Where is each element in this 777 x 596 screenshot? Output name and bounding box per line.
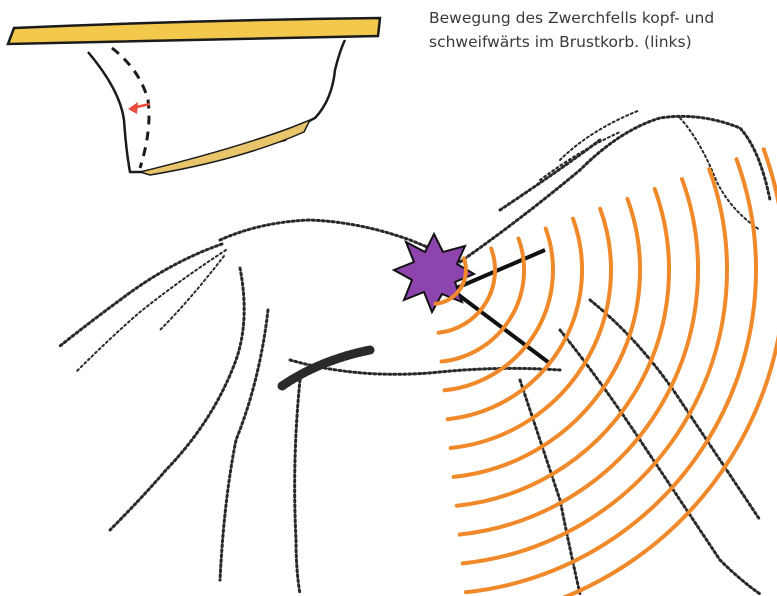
spine-band xyxy=(8,18,380,44)
shock-waves xyxy=(436,149,777,596)
shock-wave-arc xyxy=(448,219,582,420)
belly-band xyxy=(140,120,310,175)
impact-burst-icon xyxy=(394,234,474,312)
shock-wave-arc xyxy=(469,149,777,596)
shock-wave-arc xyxy=(454,199,640,477)
thorax-cross-section-icon xyxy=(8,18,380,175)
horse-sketch-icon xyxy=(60,110,770,594)
cranial-arrow-icon xyxy=(128,102,150,114)
